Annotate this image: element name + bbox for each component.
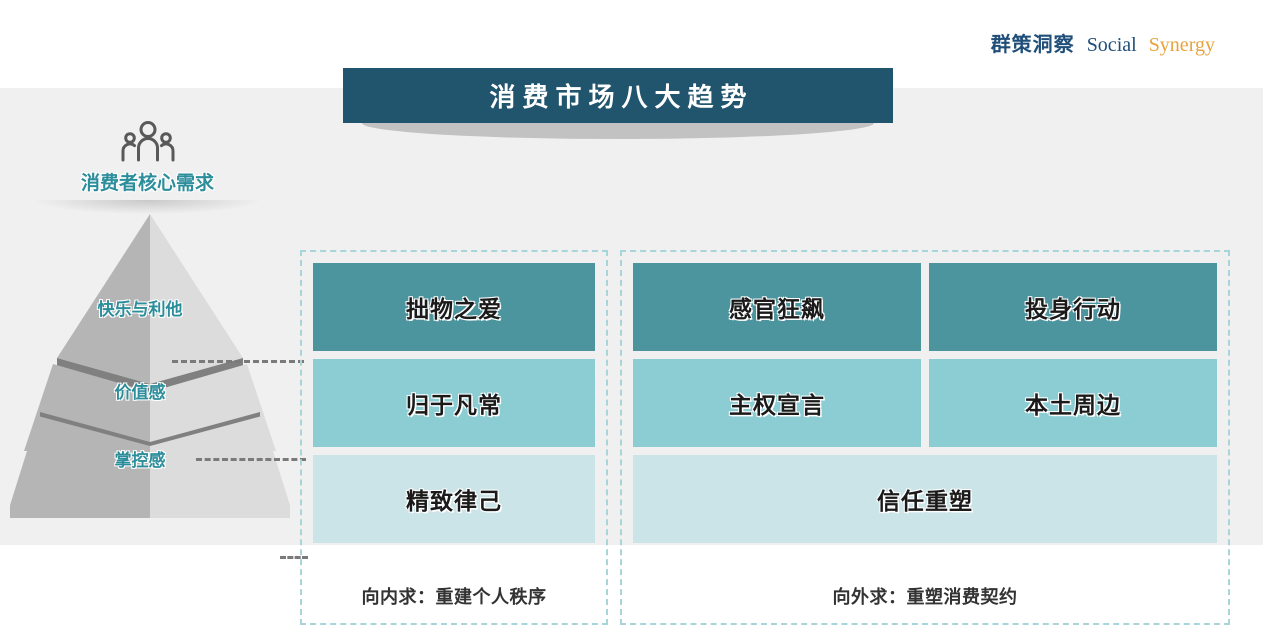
- slide-canvas: 消费市场八大趋势 消费者核心需求: [0, 68, 1263, 625]
- consumer-needs-block: 消费者核心需求 快乐与利他 价值感 掌控感: [0, 88, 295, 545]
- pyramid-tier-label-2: 掌控感: [114, 451, 166, 471]
- trend-card-label: 感官狂飙: [729, 297, 825, 323]
- brand-name-en-primary: Social: [1086, 34, 1137, 56]
- group-caption-inward: 向内求：重建个人秩序: [361, 587, 547, 608]
- title-banner: 消费市场八大趋势: [343, 68, 893, 123]
- group-panel-inward: 拙物之爱归于凡常精致律己 向内求：重建个人秩序: [300, 250, 608, 625]
- needs-underline-shadow: [35, 200, 260, 214]
- trend-card[interactable]: 投身行动: [929, 263, 1217, 351]
- brand-logo: 群策洞察 Social Synergy: [991, 28, 1215, 57]
- card-row: 感官狂飙 投身行动: [633, 263, 1217, 351]
- card-stack-inward: 拙物之爱归于凡常精致律己: [313, 263, 595, 543]
- trend-card[interactable]: 精致律己: [313, 455, 595, 543]
- connector-line-bottom: [280, 556, 308, 559]
- trend-card[interactable]: 本土周边: [929, 359, 1217, 447]
- trend-card-label: 本土周边: [1025, 393, 1121, 419]
- trend-card-label: 精致律己: [406, 489, 502, 515]
- card-row: 精致律己: [313, 455, 595, 543]
- trend-card[interactable]: 感官狂飙: [633, 263, 921, 351]
- trend-card[interactable]: 拙物之爱: [313, 263, 595, 351]
- group-caption-outward: 向外求：重塑消费契约: [832, 587, 1018, 608]
- card-row: 归于凡常: [313, 359, 595, 447]
- people-group-icon: [119, 120, 177, 162]
- needs-pyramid: [6, 206, 294, 536]
- connector-line-top: [172, 360, 304, 363]
- brand-name-en-accent: Synergy: [1148, 34, 1215, 56]
- card-row: 主权宣言 本土周边: [633, 359, 1217, 447]
- card-stack-outward: 感官狂飙 投身行动主权宣言 本土周边信任重塑: [633, 263, 1217, 543]
- card-row: 拙物之爱: [313, 263, 595, 351]
- connector-line-middle: [196, 458, 306, 461]
- consumer-needs-label: 消费者核心需求: [80, 172, 214, 194]
- title-banner-shadow: [362, 123, 874, 139]
- pyramid-tier-label-0: 快乐与利他: [97, 300, 183, 320]
- card-row: 信任重塑: [633, 455, 1217, 543]
- trend-card[interactable]: 信任重塑: [633, 455, 1217, 543]
- trend-card[interactable]: 归于凡常: [313, 359, 595, 447]
- group-panel-outward: 感官狂飙 投身行动主权宣言 本土周边信任重塑 向外求：重塑消费契约: [620, 250, 1230, 625]
- trend-card[interactable]: 主权宣言: [633, 359, 921, 447]
- pyramid-tier-label-1: 价值感: [114, 383, 166, 403]
- trend-card-label: 主权宣言: [729, 393, 825, 419]
- brand-name-cn: 群策洞察: [990, 32, 1075, 56]
- trend-card-label: 拙物之爱: [406, 297, 502, 323]
- trend-card-label: 归于凡常: [406, 393, 502, 419]
- trend-card-label: 投身行动: [1025, 297, 1121, 323]
- trend-card-label: 信任重塑: [877, 489, 973, 515]
- page-title: 消费市场八大趋势: [489, 83, 754, 113]
